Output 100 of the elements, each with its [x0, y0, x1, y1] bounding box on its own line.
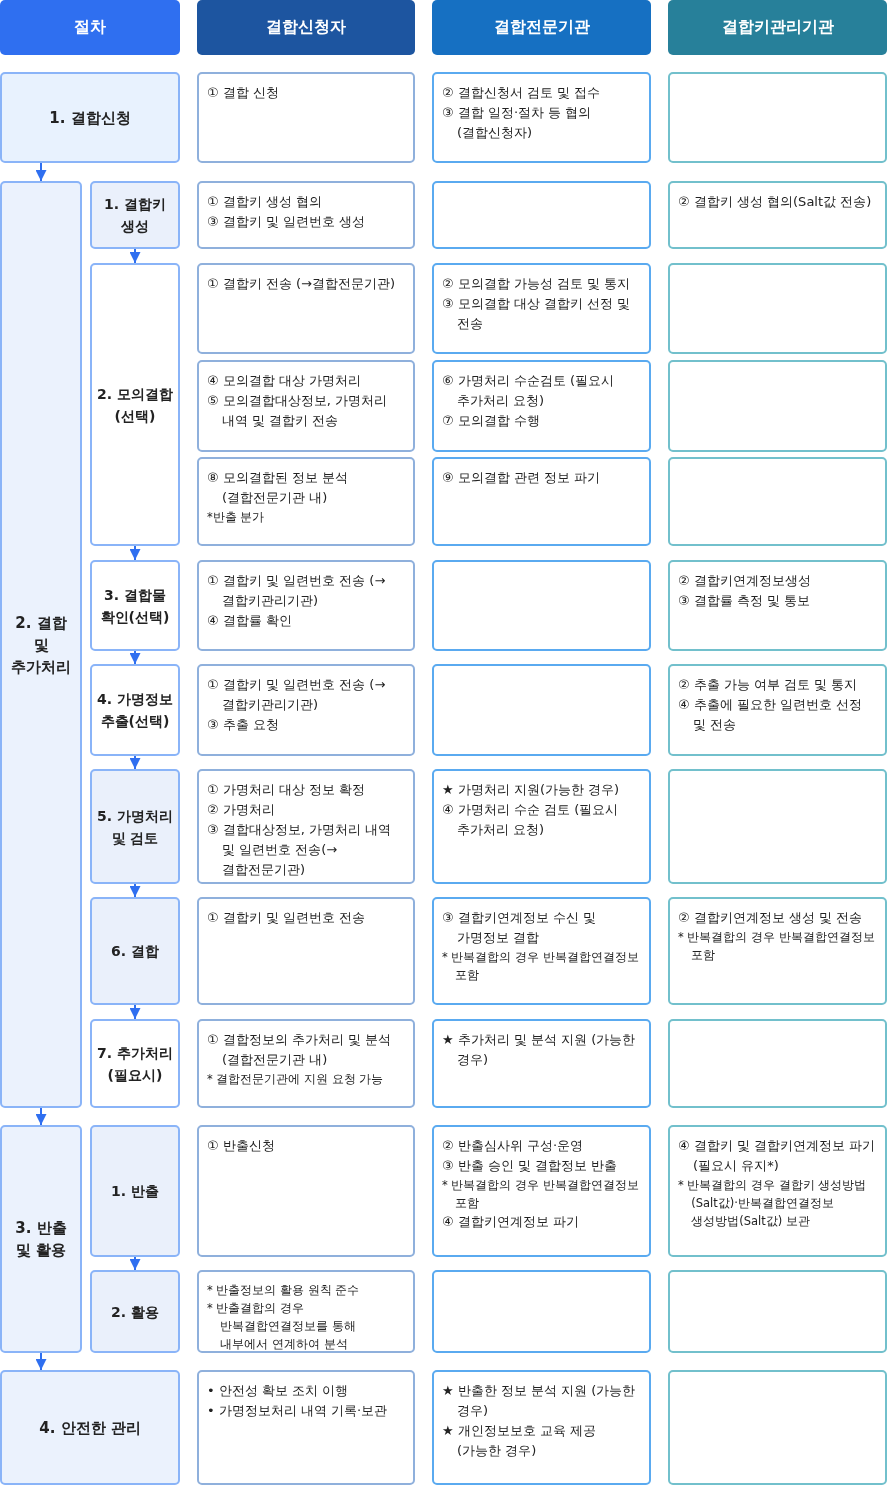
stage-label: 5. 가명처리 및 검토 — [96, 806, 174, 848]
task-text: ① 결합키 및 일련번호 전송 — [207, 909, 367, 927]
task-text: ③ 반출 승인 및 결합정보 반출 — [442, 1157, 619, 1175]
task-text: ③ 추출 요청 — [207, 716, 280, 734]
task-box — [432, 897, 651, 1005]
empty-box — [668, 457, 887, 546]
task-box — [197, 769, 415, 884]
stage-label: 2. 모의결합 (선택) — [96, 384, 174, 426]
empty-box — [668, 1019, 887, 1108]
task-box — [197, 457, 415, 546]
task-text: ★ 가명처리 지원(가능한 경우) — [442, 781, 621, 799]
arrow — [129, 1004, 141, 1020]
task-box — [668, 181, 887, 249]
task-box — [197, 1019, 415, 1108]
task-text: ② 추출 가능 여부 검토 및 통지 — [678, 676, 859, 694]
arrow — [35, 1352, 47, 1371]
note-text: * 반복결합의 경우 반복결합연결정보 포함 — [442, 1177, 640, 1212]
step-box — [90, 181, 180, 249]
step-box — [90, 1270, 180, 1353]
task-box — [668, 664, 887, 756]
task-text: ② 결합키연계정보 생성 및 전송 — [678, 909, 864, 927]
task-text: ① 가명처리 대상 정보 확정 — [207, 781, 367, 799]
arrow — [129, 545, 141, 561]
task-box — [197, 360, 415, 452]
note-text: * 반출결합의 경우 반복결합연결정보를 통해 내부에서 연계하여 분석 — [207, 1300, 357, 1353]
task-text: ② 모의결합 가능성 검토 및 통지 — [442, 275, 632, 293]
task-box — [432, 769, 651, 884]
task-text: ① 결합키 및 일련번호 전송 (→결합키관리기관) — [207, 572, 387, 610]
empty-box — [432, 1270, 651, 1353]
task-box — [432, 360, 651, 452]
empty-box — [668, 72, 887, 163]
task-box — [197, 72, 415, 163]
arrow — [129, 248, 141, 264]
task-box — [197, 897, 415, 1005]
task-text: ④ 결합키 및 결합키연계정보 파기 (필요시 유지*) — [678, 1137, 877, 1175]
stage-box — [0, 1370, 180, 1485]
task-text: ★ 개인정보보호 교육 제공 (가능한 경우) — [442, 1422, 598, 1460]
stage-box — [0, 181, 82, 1108]
arrow — [35, 162, 47, 182]
note-text: * 반복결합의 경우 결합키 생성방법 (Salt값)·반복결합연결정보 생성방법(Salt값) 보관 — [678, 1177, 868, 1230]
step-box — [90, 769, 180, 884]
empty-box — [668, 1270, 887, 1353]
arrow — [35, 1107, 47, 1126]
arrow — [129, 883, 141, 898]
stage-label: 4. 안전한 관리 — [39, 1417, 141, 1439]
task-box — [668, 897, 887, 1005]
empty-box — [432, 181, 651, 249]
column-header — [0, 0, 180, 55]
stage-label: 2. 결합 및 추가처리 — [10, 612, 72, 678]
task-text: ③ 결합률 측정 및 통보 — [678, 592, 812, 610]
task-box — [668, 1125, 887, 1257]
task-text: ④ 결합률 확인 — [207, 612, 293, 630]
note-text: * 결합전문기관에 지원 요청 가능 — [207, 1071, 385, 1088]
task-box — [197, 263, 415, 354]
step-box — [90, 664, 180, 756]
empty-box — [432, 664, 651, 756]
empty-box — [668, 263, 887, 354]
empty-box — [668, 769, 887, 884]
task-text: ③ 결합대상정보, 가명처리 내역 및 일련번호 전송(→결합전문기관) — [207, 821, 393, 879]
task-text: ★ 추가처리 및 분석 지원 (가능한 경우) — [442, 1031, 637, 1069]
stage-label: 1. 결합신청 — [49, 107, 131, 129]
header-label: 결합키관리기관 — [721, 17, 834, 38]
task-box — [432, 72, 651, 163]
note-text: *반출 분가 — [207, 509, 266, 526]
task-text: ⑨ 모의결합 관련 정보 파기 — [442, 469, 602, 487]
task-text: ★ 반출한 정보 분석 지원 (가능한 경우) — [442, 1382, 637, 1420]
task-box — [197, 181, 415, 249]
task-text: • 안전성 확보 조치 이행 — [207, 1382, 350, 1400]
stage-label: 3. 반출 및 활용 — [14, 1218, 68, 1261]
arrow — [129, 1256, 141, 1271]
task-text: ⑦ 모의결합 수행 — [442, 412, 541, 430]
task-text: ⑧ 모의결합된 정보 분석 (결합전문기관 내) — [207, 469, 350, 507]
column-header — [197, 0, 415, 55]
header-label: 결합신청자 — [266, 17, 346, 38]
task-text: ⑥ 가명처리 수순검토 (필요시 추가처리 요청) — [442, 372, 616, 410]
task-text: ⑤ 모의결합대상정보, 가명처리 내역 및 결합키 전송 — [207, 392, 389, 430]
task-text: ② 결합키연계정보생성 — [678, 572, 812, 590]
task-box — [432, 1125, 651, 1257]
empty-box — [668, 1370, 887, 1485]
task-text: • 가명정보처리 내역 기록·보관 — [207, 1402, 389, 1420]
task-text: ① 반출신청 — [207, 1137, 276, 1155]
step-box — [90, 263, 180, 546]
task-text: ① 결합 신청 — [207, 84, 280, 102]
header-label: 결합전문기관 — [493, 17, 590, 38]
stage-label: 3. 결합물 확인(선택) — [99, 585, 171, 627]
stage-label: 6. 결합 — [111, 942, 159, 961]
task-text: ② 반출심사위 구성·운영 — [442, 1137, 585, 1155]
task-text: ④ 결합키연계정보 파기 — [442, 1213, 580, 1231]
task-text: ④ 추출에 필요한 일련번호 선정 및 전송 — [678, 696, 864, 734]
task-text: ① 결합키 및 일련번호 전송 (→결합키관리기관) — [207, 676, 387, 714]
empty-box — [668, 360, 887, 452]
stage-box — [0, 1125, 82, 1353]
note-text: * 반출정보의 활용 원칙 준수 — [207, 1282, 361, 1299]
task-text: ④ 모의결합 대상 가명처리 — [207, 372, 363, 390]
task-box — [197, 1370, 415, 1485]
note-text: * 반복결합의 경우 반복결합연결정보 포함 — [678, 929, 876, 964]
step-box — [90, 1019, 180, 1108]
task-text: ① 결합정보의 추가처리 및 분석(결합전문기관 내) — [207, 1031, 393, 1069]
task-text: ④ 가명처리 수순 검토 (필요시 추가처리 요청) — [442, 801, 620, 839]
stage-label: 7. 추가처리 (필요시) — [96, 1043, 174, 1085]
